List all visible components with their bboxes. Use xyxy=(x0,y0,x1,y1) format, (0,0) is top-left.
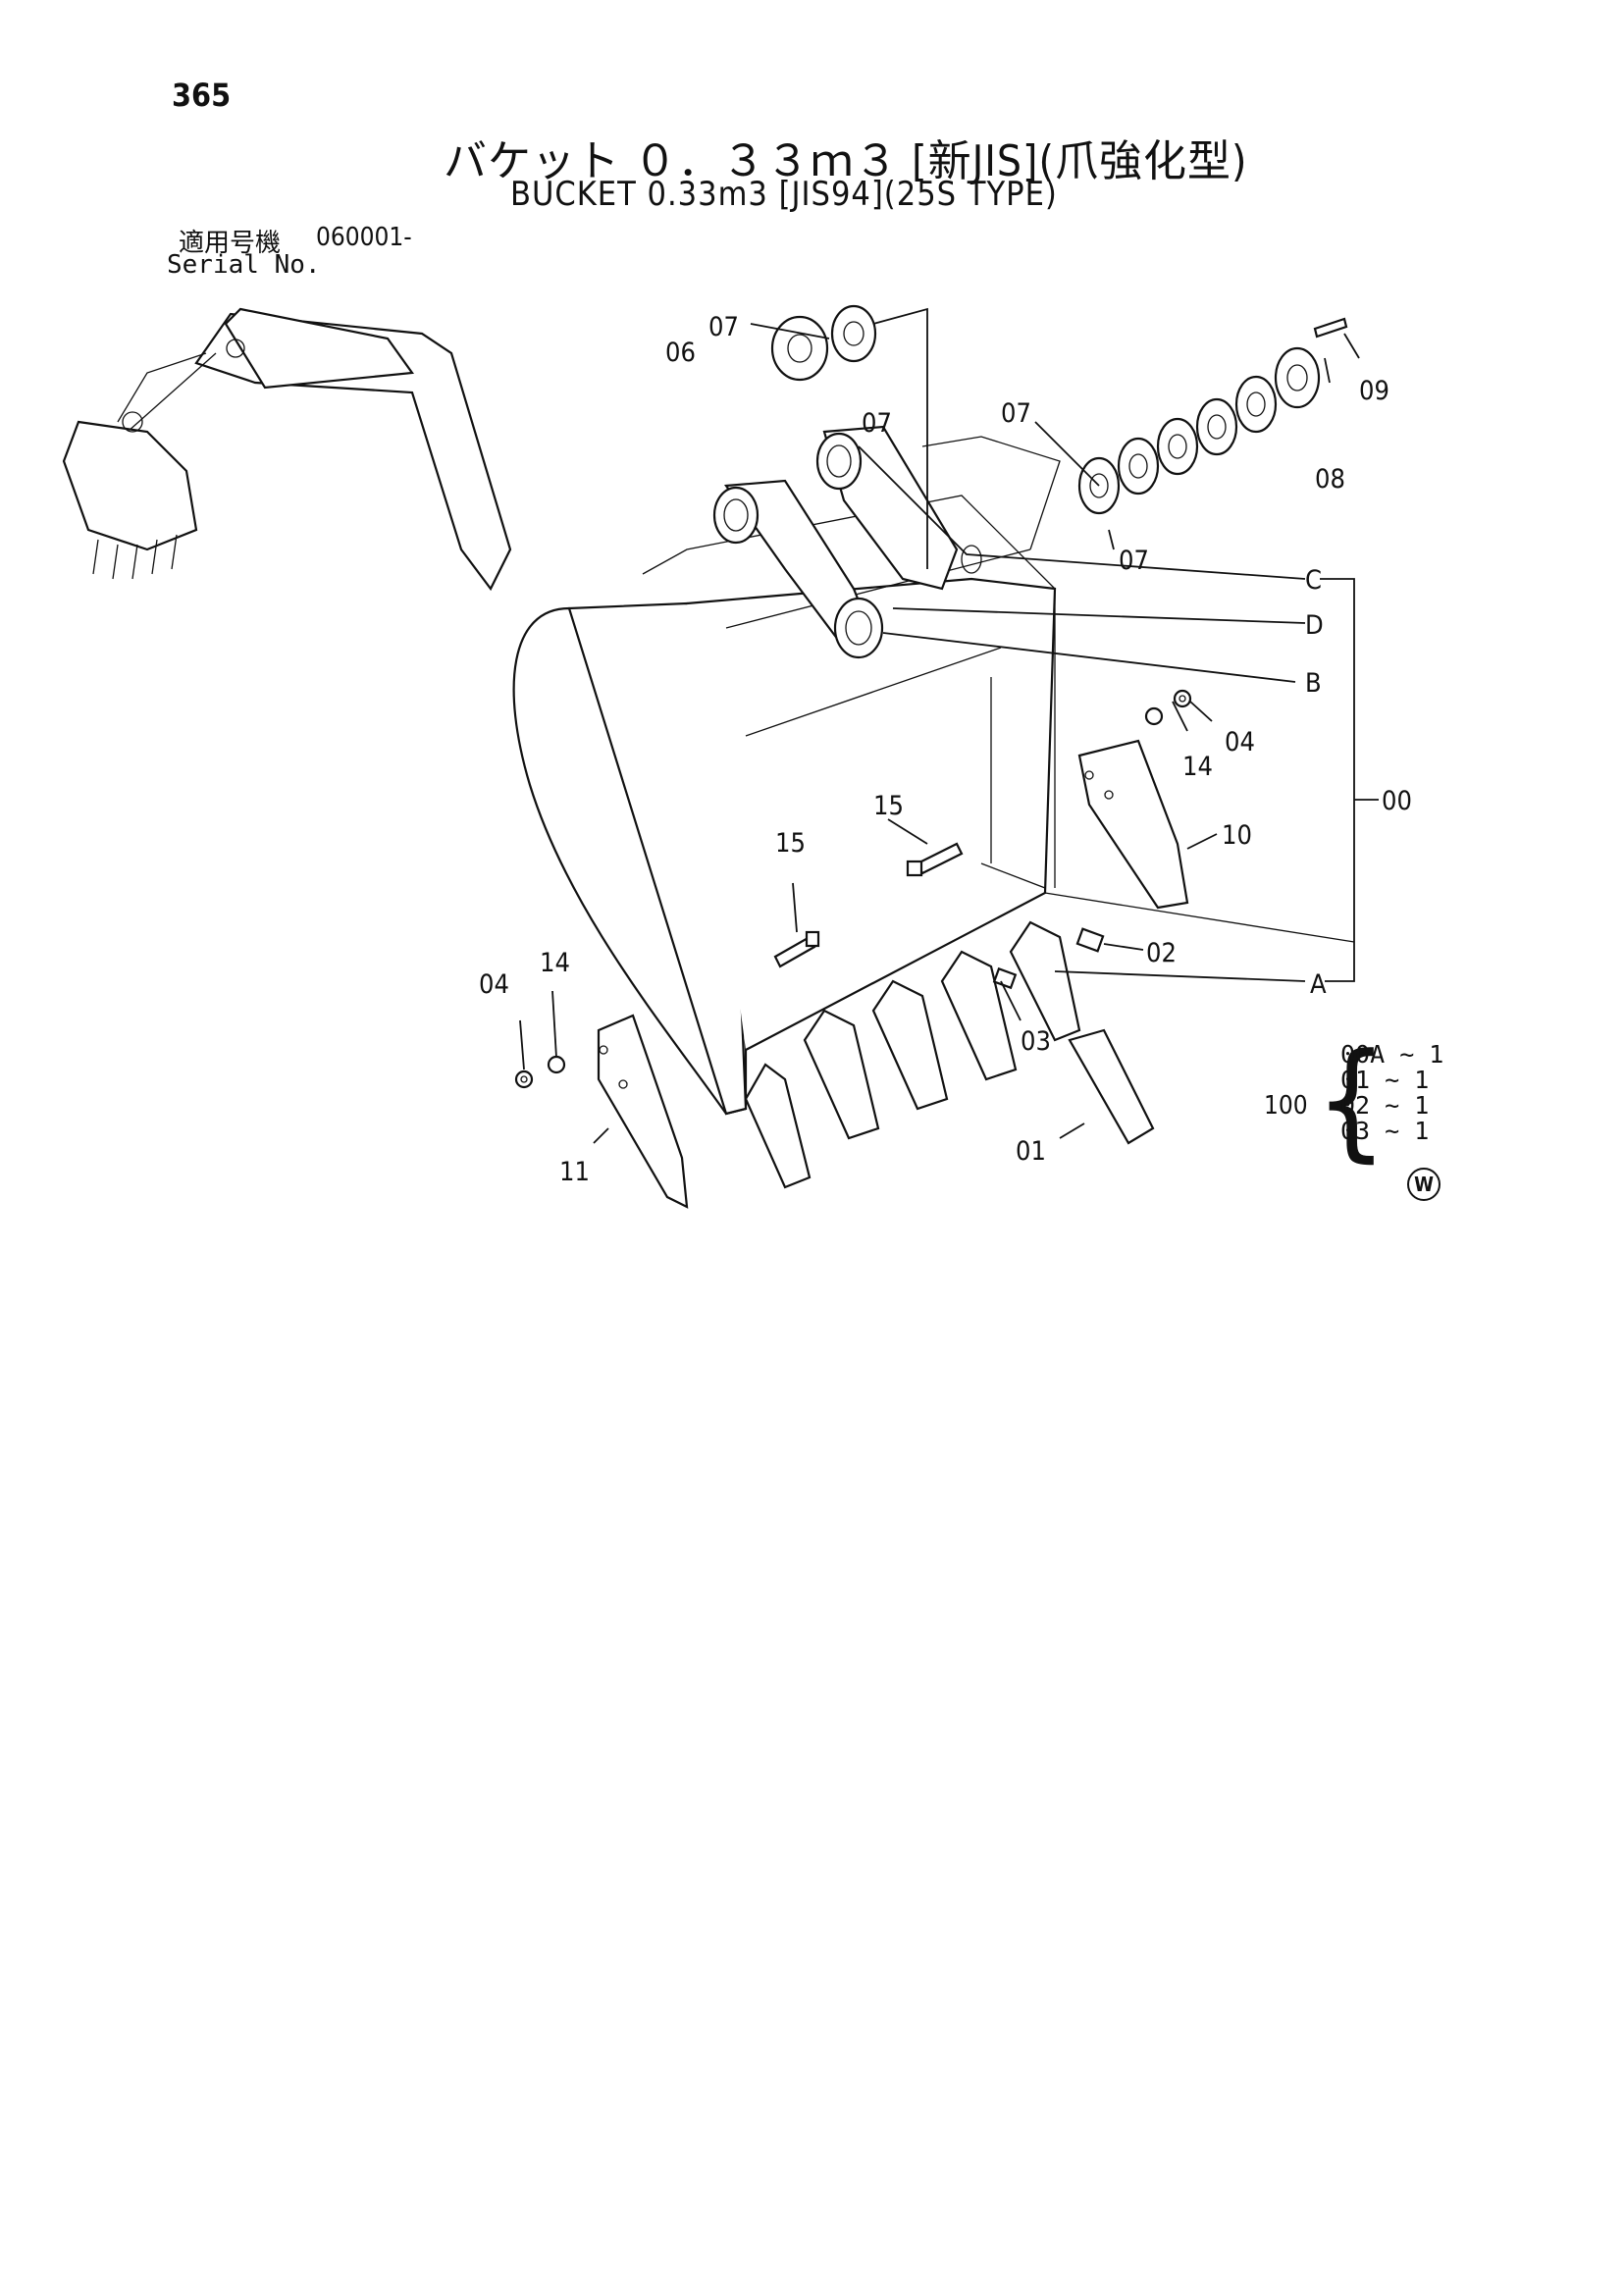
serial-label-japanese: 適用号機 xyxy=(179,229,282,258)
kit-row: 03 ~ 1 xyxy=(1340,1117,1430,1145)
callout-14: 14 xyxy=(1182,752,1213,782)
callout-07: 07 xyxy=(1001,398,1031,429)
callout-00: 00 xyxy=(1382,786,1412,816)
bucket-teeth xyxy=(744,920,1155,1189)
callout-15: 15 xyxy=(775,828,806,859)
kit-row: 02 ~ 1 xyxy=(1340,1091,1430,1120)
callout-D: D xyxy=(1305,610,1324,641)
title-english: BUCKET 0.33m3 [JIS94](25S TYPE) xyxy=(510,175,1058,214)
excavator-arm-thumbnail xyxy=(62,307,512,592)
callout-10: 10 xyxy=(1222,820,1252,851)
callout-07: 07 xyxy=(1119,546,1149,576)
callout-15: 15 xyxy=(873,791,904,821)
callout-01: 01 xyxy=(1016,1136,1046,1167)
fasteners xyxy=(514,317,1348,1089)
callout-07: 07 xyxy=(862,408,892,439)
callout-09: 09 xyxy=(1359,376,1389,406)
callout-07: 07 xyxy=(708,312,739,342)
callout-04: 04 xyxy=(479,969,509,1000)
callout-C: C xyxy=(1305,565,1322,596)
pin-washers xyxy=(770,304,1321,515)
leader-lines xyxy=(519,307,1379,1144)
w-circle-mark: W xyxy=(1407,1168,1441,1201)
kit-brace: { xyxy=(1315,1025,1388,1174)
serial-value: 060001- xyxy=(316,223,412,252)
callout-labels: 07 06 07 07 07 08 09 C D B A 00 04 14 10… xyxy=(479,312,1412,1187)
serial-label-english: Serial No. xyxy=(167,250,321,280)
kit-row: 01 ~ 1 xyxy=(1340,1066,1430,1094)
kit-row: 00A ~ 1 xyxy=(1340,1040,1444,1069)
callout-11: 11 xyxy=(559,1157,590,1187)
side-cutters xyxy=(597,739,1189,1209)
callout-06: 06 xyxy=(665,338,696,368)
callout-08: 08 xyxy=(1315,464,1345,495)
callout-04: 04 xyxy=(1225,727,1255,757)
bucket-body xyxy=(512,425,1355,1116)
kit-number: 100 xyxy=(1264,1091,1308,1121)
exploded-parts-diagram: 07 06 07 07 07 08 09 C D B A 00 04 14 10… xyxy=(62,304,1412,1209)
callout-14: 14 xyxy=(540,948,570,978)
page-number: 365 xyxy=(172,77,232,114)
callout-B: B xyxy=(1305,668,1322,699)
title-japanese: バケット ０．３３ｍ３ [新JIS](爪強化型) xyxy=(444,136,1248,186)
callout-03: 03 xyxy=(1021,1026,1051,1057)
callout-A: A xyxy=(1310,969,1327,1000)
callout-02: 02 xyxy=(1146,938,1177,968)
